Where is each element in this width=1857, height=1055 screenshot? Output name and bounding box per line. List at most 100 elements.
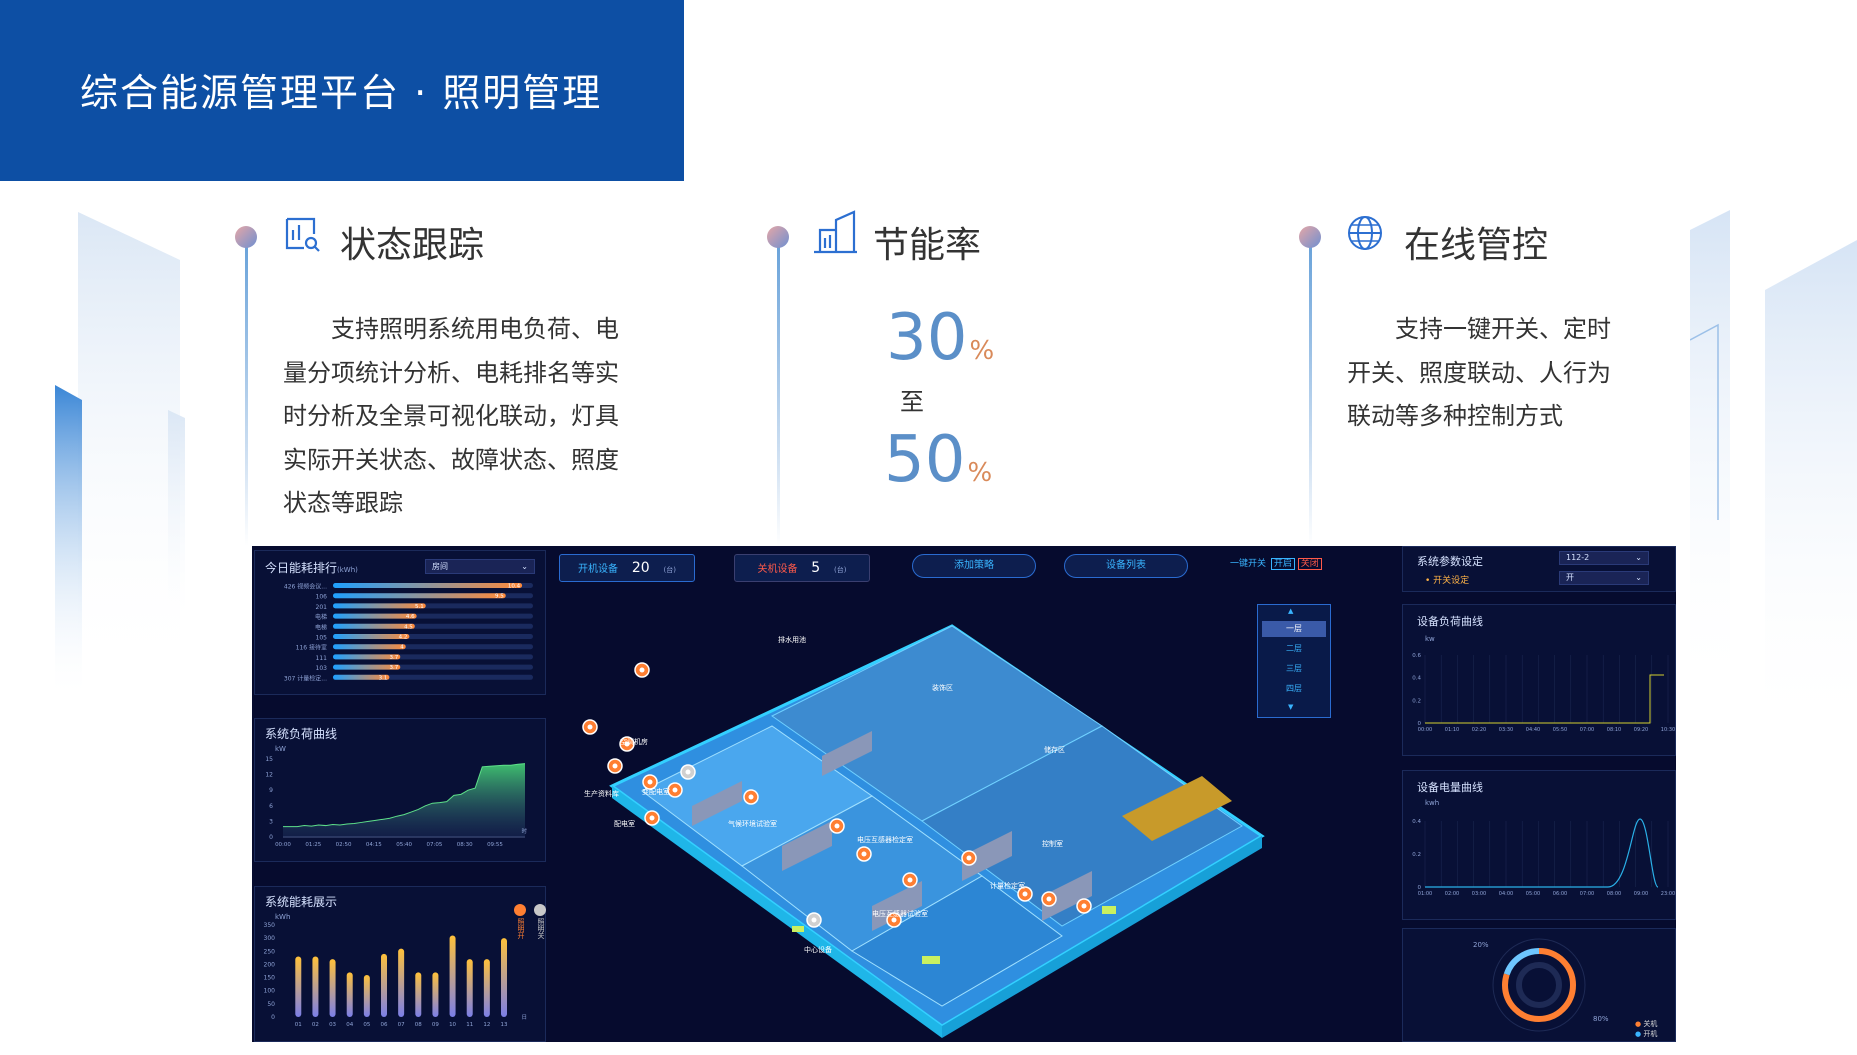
energy-bar	[501, 938, 507, 1017]
x-tick: 02:00	[1445, 891, 1459, 897]
x-tick: 01:25	[305, 842, 321, 848]
light-off-icon	[534, 904, 546, 916]
y-tick: 0.2	[1412, 852, 1421, 858]
floor-selector: ▲ 一层 二层 三层 四层 ▼	[1257, 604, 1331, 718]
y-tick: 0	[1418, 885, 1422, 891]
pin-center	[1046, 896, 1052, 902]
chevron-up-icon[interactable]: ▲	[1288, 607, 1294, 615]
percent-unit: %	[967, 458, 993, 488]
x-tick: 13	[501, 1022, 508, 1028]
rank-value: 4.2	[399, 635, 408, 641]
donut-segment-off	[1502, 948, 1576, 1022]
x-tick: 07:00	[1580, 727, 1594, 733]
on-devices-count: 20	[631, 560, 650, 576]
desc-line: 量分项统计分析、电耗排名等实	[283, 358, 619, 387]
x-end-label: 时	[521, 827, 527, 835]
floor-3[interactable]: 三层	[1286, 664, 1302, 673]
map-room-label: 控制室	[1042, 839, 1063, 848]
building-chart-icon	[814, 210, 857, 254]
floor-1[interactable]: 一层	[1262, 621, 1326, 637]
map-room-label: 储存区	[1044, 745, 1065, 754]
chevron-down-icon: ⌄	[1635, 553, 1642, 562]
y-tick: 350	[264, 922, 276, 929]
y-tick: 0	[269, 834, 273, 841]
x-tick: 01	[295, 1022, 302, 1028]
off-devices-box: 关机设备 5 (台)	[734, 554, 870, 582]
map-room-label: 装饰区	[932, 683, 953, 692]
y-tick: 0.2	[1412, 698, 1421, 704]
y-tick: 300	[264, 935, 276, 942]
feature-divider-line	[245, 246, 248, 546]
energy-bar	[363, 974, 370, 1017]
donut-on-pct: 80%	[1593, 1015, 1609, 1023]
pin-center	[1081, 903, 1087, 909]
off-devices-label: 关机设备	[757, 564, 798, 575]
floor-plan-3d[interactable]: 排水用池装饰区储存区空调机房变配电室生产资料库配电室气候环境试验室电压互感器检定…	[542, 606, 1342, 1038]
chevron-down-icon: ⌄	[521, 562, 528, 571]
switch-select[interactable]: 开⌄	[1559, 571, 1649, 585]
timeline-dot	[767, 226, 789, 248]
x-tick: 09:20	[1634, 727, 1648, 733]
energy-bar	[398, 948, 405, 1017]
rank-name: 105	[316, 635, 328, 642]
rank-value: 4	[400, 645, 404, 651]
x-tick: 09:55	[487, 842, 503, 848]
open-all-button[interactable]: 开启	[1270, 558, 1295, 570]
light-on-icon	[514, 904, 526, 916]
x-tick: 05:00	[1526, 891, 1540, 897]
chevron-down-icon[interactable]: ▼	[1288, 703, 1294, 711]
rank-value: 3.7	[390, 655, 399, 661]
x-tick: 04:00	[1499, 891, 1513, 897]
x-tick: 03:30	[1499, 727, 1513, 733]
x-tick: 10:30	[1661, 727, 1675, 733]
params-panel: 系统参数设定 • 开关设定 112-2⌄ 开⌄	[1402, 546, 1676, 592]
right-decoration	[1690, 210, 1857, 740]
rank-name: 307 计量检定...	[284, 674, 327, 682]
rank-bar	[333, 623, 415, 629]
rank-name: 116 接待室	[296, 644, 327, 652]
y-tick: 250	[264, 948, 276, 955]
y-tick: 12	[265, 772, 273, 779]
energy-bar	[329, 959, 336, 1017]
left-decoration	[55, 212, 185, 700]
off-devices-count: 5	[811, 560, 821, 576]
map-room-label: 电压互感器试验室	[872, 909, 928, 918]
y-tick: 9	[269, 787, 273, 794]
pin-center	[834, 823, 840, 829]
desc-line: 开关、照度联动、人行为	[1347, 358, 1611, 387]
status-donut-panel: 20% 80% ● 关机 ● 开机	[1402, 928, 1676, 1042]
floor-2[interactable]: 二层	[1286, 644, 1302, 653]
device-energy-unit: kwh	[1425, 799, 1440, 807]
saving-to-value: 50%	[884, 428, 992, 492]
energy-bar	[483, 959, 490, 1017]
saving-from-number: 30	[886, 301, 968, 375]
pin-center	[612, 763, 618, 769]
rank-bar	[333, 654, 401, 660]
x-tick: 00:00	[275, 842, 291, 848]
energy-bar	[449, 935, 456, 1017]
rank-value: 5.1	[415, 604, 424, 610]
device-list-button[interactable]: 设备列表	[1064, 554, 1188, 578]
desc-line: 支持照明系统用电负荷、电	[331, 315, 619, 343]
add-strategy-button[interactable]: 添加策略	[912, 554, 1036, 578]
ranking-select[interactable]: 房间⌄	[425, 559, 535, 574]
status-donut-chart	[1492, 938, 1586, 1032]
device-select[interactable]: 112-2⌄	[1559, 551, 1649, 565]
pin-center	[861, 851, 867, 857]
x-tick: 12	[483, 1022, 490, 1028]
desc-line: 支持一键开关、定时	[1395, 315, 1611, 343]
donut-off-pct: 20%	[1473, 941, 1489, 949]
pin-center	[811, 917, 817, 923]
donut-inner-ring	[1516, 962, 1562, 1008]
x-tick: 08:10	[1607, 727, 1621, 733]
map-room-label: 变配电室	[642, 787, 670, 796]
pin-center	[587, 724, 593, 730]
legend-close-label: 照明关	[537, 918, 545, 939]
x-tick: 04:40	[1526, 727, 1540, 733]
floor-4[interactable]: 四层	[1286, 684, 1302, 693]
close-all-button[interactable]: 关闭	[1297, 558, 1322, 570]
rank-bar	[333, 593, 506, 599]
